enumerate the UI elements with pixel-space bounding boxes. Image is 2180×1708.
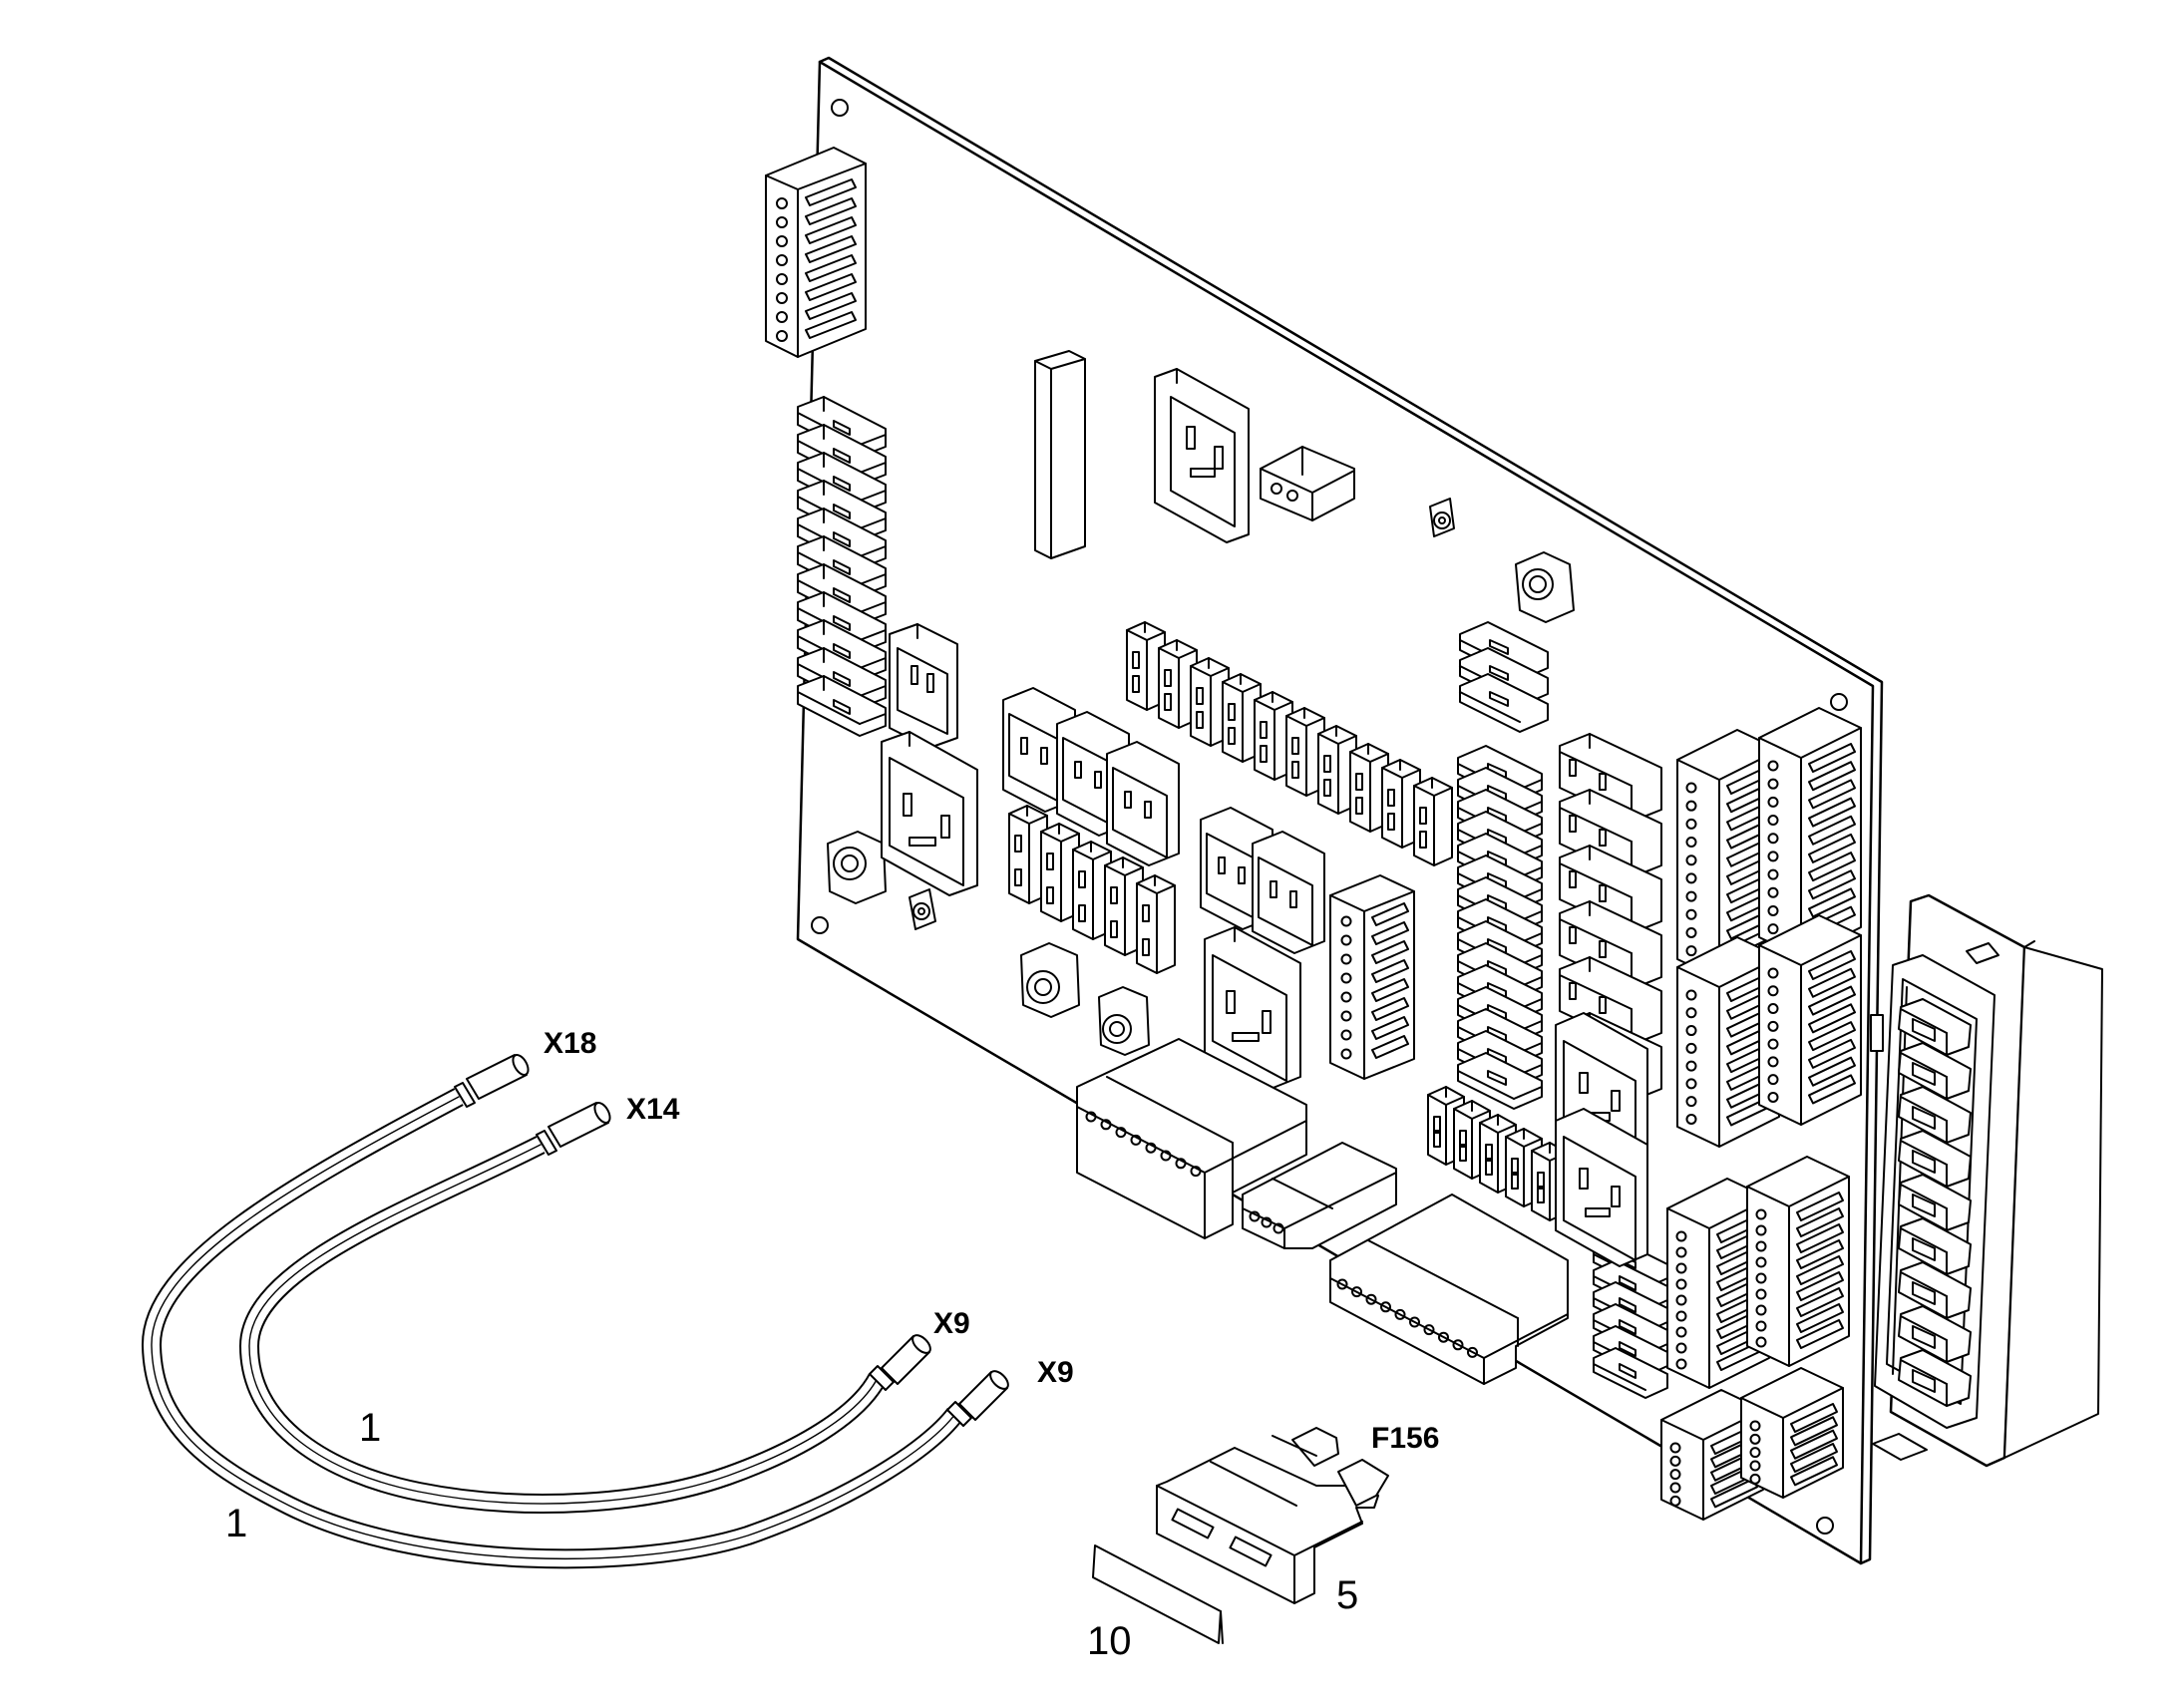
component-row-upright [1008, 621, 1569, 1221]
trimmer-top-right [1429, 498, 1455, 537]
connector-bottom-10pin [1329, 1194, 1569, 1385]
relay-left-large [881, 731, 978, 896]
connector-bottom-8pin [1076, 1038, 1307, 1239]
wire-x18-x9-outer [141, 1088, 963, 1569]
ferrule-x14 [536, 1102, 611, 1156]
board-edge [818, 56, 1884, 1565]
circuit-board [765, 56, 1884, 1565]
item-number-1-outer: 1 [225, 1502, 248, 1545]
trimmer-left [908, 888, 936, 930]
item-number-10: 10 [1087, 1619, 1132, 1663]
component-stack-top-right [1459, 621, 1549, 733]
ferrule-x9-lower [946, 1370, 1009, 1427]
label-x14: X14 [626, 1093, 680, 1126]
potentiometer-top-right [1515, 551, 1575, 623]
label-f156: F156 [1371, 1422, 1440, 1455]
terminal-block-top-left [765, 147, 867, 358]
relay-large-top [1154, 368, 1250, 543]
connector-bottom-3pin [1242, 1142, 1397, 1249]
mounting-hole-top-left [831, 99, 849, 117]
potentiometer-center-1 [1020, 942, 1080, 1018]
item-number-5: 5 [1336, 1573, 1359, 1617]
label-x18: X18 [544, 1027, 597, 1060]
pin-header-tall [1034, 350, 1086, 559]
label-x9-upper: X9 [933, 1307, 970, 1340]
potentiometer-left [827, 831, 887, 904]
ferrule-x9-upper [869, 1334, 931, 1391]
side-plug-connector [1870, 893, 2103, 1468]
relay-pair-center [1200, 807, 1325, 954]
terminal-blocks-right [1660, 707, 1862, 1521]
mounting-hole-top-right [1830, 693, 1848, 711]
terminal-block-center [1329, 874, 1415, 1080]
connector-2pin-top [1260, 446, 1355, 521]
mounting-hole-bottom-right [1816, 1517, 1834, 1535]
component-stack-center [1457, 745, 1668, 1399]
relay-large-right-2 [1555, 1108, 1648, 1267]
relay-left-small [889, 623, 958, 749]
label-strip [1092, 1544, 1224, 1644]
blade-fuse-f156 [1156, 1427, 1389, 1604]
mounting-hole-bottom-left [811, 916, 829, 934]
wire-x14-x9-inner [239, 1136, 887, 1514]
item-number-1-inner: 1 [359, 1406, 382, 1450]
potentiometer-center-2 [1098, 986, 1150, 1056]
label-x9-lower: X9 [1037, 1356, 1074, 1389]
relay-strip-left [797, 396, 887, 737]
ferrule-x18 [454, 1054, 530, 1108]
relay-cluster-center [1002, 687, 1180, 866]
